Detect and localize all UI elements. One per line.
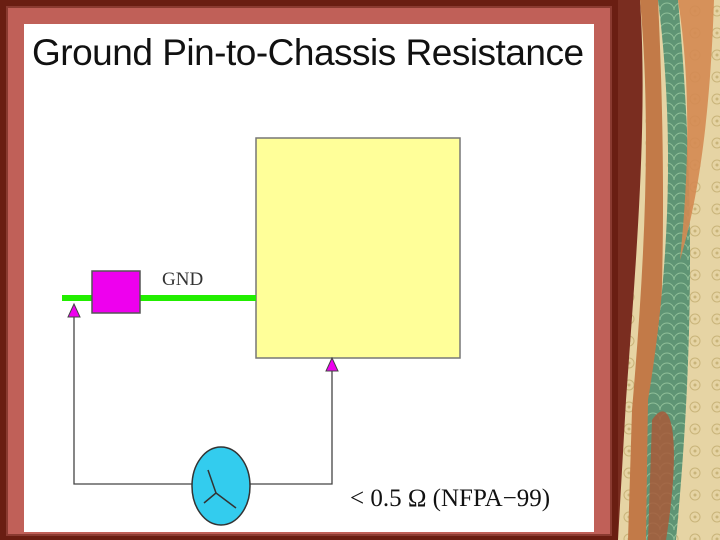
- slide-content: Ground Pin-to-Chassis Resistance GND: [24, 24, 594, 532]
- chassis-box: [255, 137, 461, 359]
- ground-resistance-diagram: GND < 0.5 Ω (NFPA−99): [62, 137, 550, 526]
- ohmmeter-icon: [191, 446, 251, 526]
- arrow-up-icon: [67, 302, 81, 318]
- ground-connector: [91, 270, 141, 314]
- resistance-spec-label: < 0.5 Ω (NFPA−99): [350, 485, 550, 512]
- slide-frame: Ground Pin-to-Chassis Resistance GND: [6, 6, 612, 536]
- gnd-label: GND: [162, 269, 203, 290]
- left-probe-wire: [73, 312, 194, 485]
- arrow-up-icon: [325, 356, 339, 372]
- right-probe-wire: [248, 366, 333, 485]
- decorative-pattern: [618, 0, 720, 540]
- slide-title: Ground Pin-to-Chassis Resistance: [32, 32, 584, 73]
